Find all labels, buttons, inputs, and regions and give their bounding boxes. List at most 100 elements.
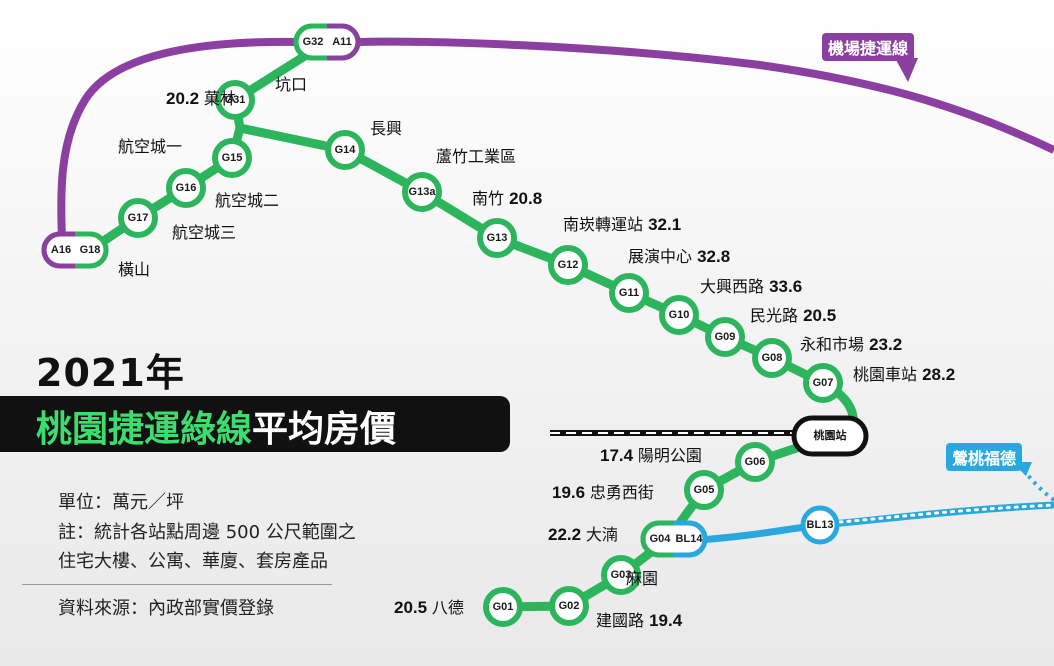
circular-line-label: 鶯桃福德: [946, 443, 1023, 471]
station-code: G13: [487, 232, 508, 244]
station-name: 建國路: [596, 611, 649, 630]
station-G07: G07 桃園車站 28.2: [803, 363, 955, 403]
station-name: 菓林: [204, 89, 236, 108]
station-marker: [483, 587, 523, 627]
circular-line-north: [1018, 464, 1054, 502]
station-name: 陽明公園: [638, 446, 702, 465]
airport-line-label: 機場捷運線: [822, 33, 915, 61]
station-G14: G14 長興: [325, 119, 402, 170]
station-price: 20.5: [394, 598, 432, 617]
station-price: 33.6: [769, 277, 802, 296]
station-code: G10: [669, 309, 690, 321]
station-name: 航空城二: [215, 191, 279, 210]
station-price: 20.5: [803, 306, 836, 325]
title-green-part: 桃園捷運綠線: [36, 409, 253, 450]
station-label: 航空城三: [172, 223, 236, 242]
station-price: 20.2: [166, 89, 204, 108]
station-G12: G12 南崁轉運站 32.1: [548, 215, 681, 285]
station-marker: [609, 273, 649, 313]
station-marker-left: [640, 520, 674, 558]
station-BL13: BL13: [800, 505, 840, 545]
station-label: 麻園: [626, 569, 658, 588]
station-marker-right: [327, 23, 361, 61]
station-name: 航空城三: [172, 223, 236, 242]
station-code: G12: [558, 259, 579, 271]
stat-note-line2: 住宅大樓、公寓、華廈、套房產品: [58, 551, 328, 572]
station-code: 桃園站: [814, 428, 847, 442]
station-code: G09: [715, 331, 736, 343]
station-code: G13a: [409, 186, 437, 198]
station-code: G02: [559, 600, 580, 612]
station-label: 航空城二: [215, 191, 279, 210]
station-marker: [800, 505, 840, 545]
station-G02: G02 建國路 19.4: [549, 586, 683, 630]
station-label: 桃園車站 28.2: [853, 365, 955, 384]
station-price: 22.2: [548, 525, 586, 544]
station-label: 20.2 菓林: [166, 89, 236, 108]
station-G10: G10 大興西路 33.6: [659, 277, 802, 335]
station-label: 展演中心 32.8: [628, 247, 730, 266]
station-code: G31: [225, 94, 246, 106]
source-note: 資料來源：內政部實價登錄: [58, 598, 274, 619]
station-code: G32: [303, 36, 324, 48]
station-name: 大興西路: [700, 277, 769, 296]
station-code: A16: [51, 244, 71, 256]
station-G09: G09 民光路 20.5: [705, 306, 836, 357]
station-marker: [118, 198, 158, 238]
station-name: 南竹: [472, 189, 509, 208]
station-label: 坑口: [275, 75, 307, 94]
station-code: G16: [176, 182, 197, 194]
station-code: G11: [619, 287, 639, 299]
unit-note: 單位：萬元／坪: [58, 492, 184, 513]
station-name: 橫山: [118, 260, 150, 279]
station-code: G07: [813, 377, 834, 389]
station-marker-right: [674, 520, 708, 558]
station-marker: [601, 555, 641, 595]
station-code: G15: [222, 152, 243, 164]
station-marker: [684, 470, 724, 510]
station-marker: [735, 442, 775, 482]
station-G11: G11 展演中心 32.8: [609, 247, 730, 313]
station-marker: [166, 168, 206, 208]
station-marker: [659, 295, 699, 335]
station-price: 32.1: [648, 215, 681, 234]
source-divider: [22, 584, 332, 585]
station-G13a: G13a 蘆竹工業區: [402, 147, 516, 212]
station-name: 桃園車站: [853, 365, 922, 384]
station-code: G04: [650, 533, 672, 545]
station-name: 坑口: [275, 75, 307, 94]
station-marker-left: [293, 23, 327, 61]
station-label: 蘆竹工業區: [436, 147, 516, 166]
circular-line: [699, 501, 1054, 544]
station-name: 南崁轉運站: [563, 215, 648, 234]
station-code: A11: [332, 36, 352, 48]
airport-line: [359, 37, 1054, 154]
station-marker: [325, 130, 365, 170]
station-marker: [549, 586, 589, 626]
station-label: 永和市場 23.2: [800, 335, 902, 354]
station-code: G05: [694, 484, 715, 496]
station-桃園站: 桃園站: [791, 415, 869, 457]
station-marker: [477, 218, 517, 258]
station-price: 19.4: [649, 611, 683, 630]
station-code: G08: [762, 352, 783, 364]
station-label: 22.2 大湳: [548, 525, 618, 544]
station-name: 大湳: [586, 525, 618, 544]
station-code: G14: [335, 144, 357, 156]
airport-label-pointer: [895, 58, 918, 82]
station-label: 航空城一: [118, 137, 182, 156]
station-marker: [212, 138, 252, 178]
station-label: 17.4 陽明公園: [600, 446, 702, 465]
station-name: 忠勇西街: [590, 483, 654, 502]
station-name: 長興: [370, 119, 402, 138]
station-code: G17: [128, 212, 149, 224]
station-marker: [402, 172, 442, 212]
station-label: 民光路 20.5: [750, 306, 836, 325]
station-G15: G15 航空城一: [118, 137, 252, 178]
station-name: 麻園: [626, 569, 658, 588]
